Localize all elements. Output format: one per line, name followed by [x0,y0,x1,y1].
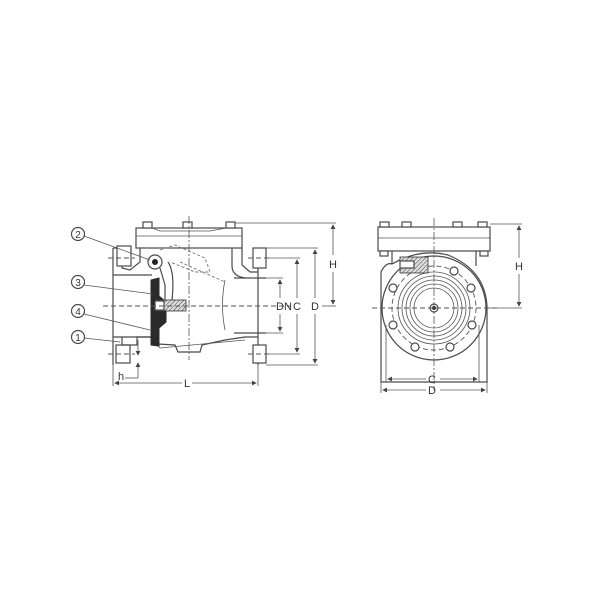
svg-text:C: C [293,301,301,313]
svg-text:H: H [329,259,337,271]
dim-d-end: D [380,382,488,397]
side-section-view: 2 3 4 1 DN [70,216,337,390]
dim-h-side: H [235,222,337,307]
valve-disc [150,277,187,347]
svg-text:h: h [118,371,124,383]
callout-2: 2 [70,226,151,261]
callout-4: 4 [70,303,151,331]
valve-body [108,245,272,365]
dim-d-side: D [266,247,319,366]
svg-text:DN: DN [276,301,292,313]
svg-text:D: D [428,385,436,397]
disc-arm-hidden [159,244,211,273]
dim-c-end: C [385,325,480,386]
svg-text:2: 2 [75,230,81,241]
callout-1: 1 [70,329,121,345]
svg-text:L: L [184,378,190,390]
svg-text:H: H [515,261,523,273]
dim-h-flange: h [118,340,141,383]
svg-text:C: C [428,374,436,386]
bolt-holes [388,266,477,352]
dim-l: L [112,365,259,390]
svg-text:1: 1 [75,333,81,344]
dim-c-side: C [266,257,301,355]
dim-h-end: H [487,223,523,309]
svg-text:3: 3 [75,278,81,289]
end-view: H C D [372,218,523,397]
callout-3: 3 [70,274,154,295]
hinge-pin [147,254,174,301]
svg-text:D: D [311,301,319,313]
svg-text:4: 4 [75,307,81,318]
dim-dn: DN [266,277,292,334]
